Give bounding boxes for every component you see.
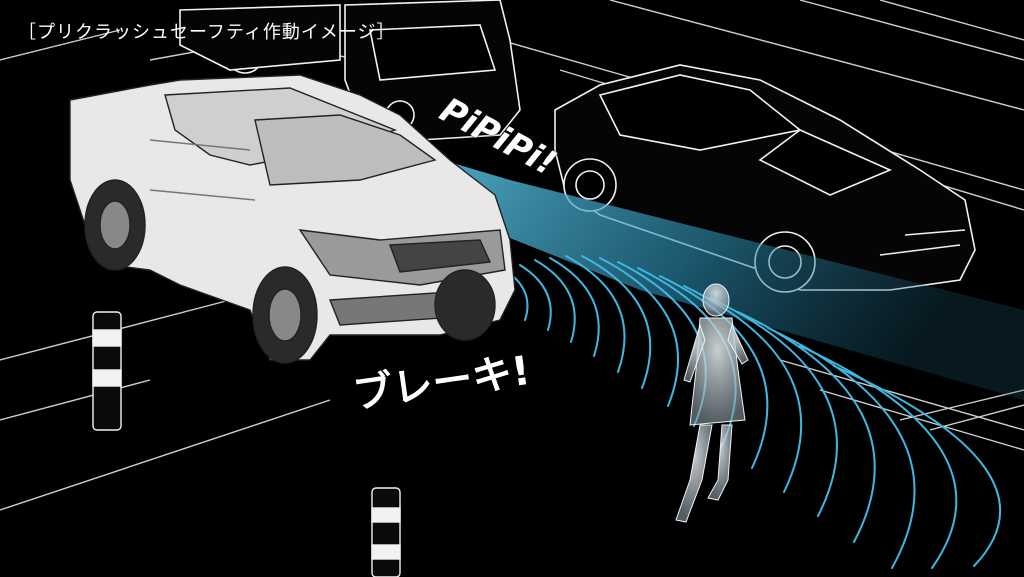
sensor-beam <box>335 128 1024 400</box>
background-car <box>179 0 521 141</box>
pedestrian <box>675 283 749 523</box>
bollard-left <box>92 311 122 431</box>
bollard-bottom <box>371 487 401 577</box>
pickup-truck <box>69 74 516 364</box>
caption-title: ［プリクラッシュセーフティ作動イメージ］ <box>18 22 396 43</box>
